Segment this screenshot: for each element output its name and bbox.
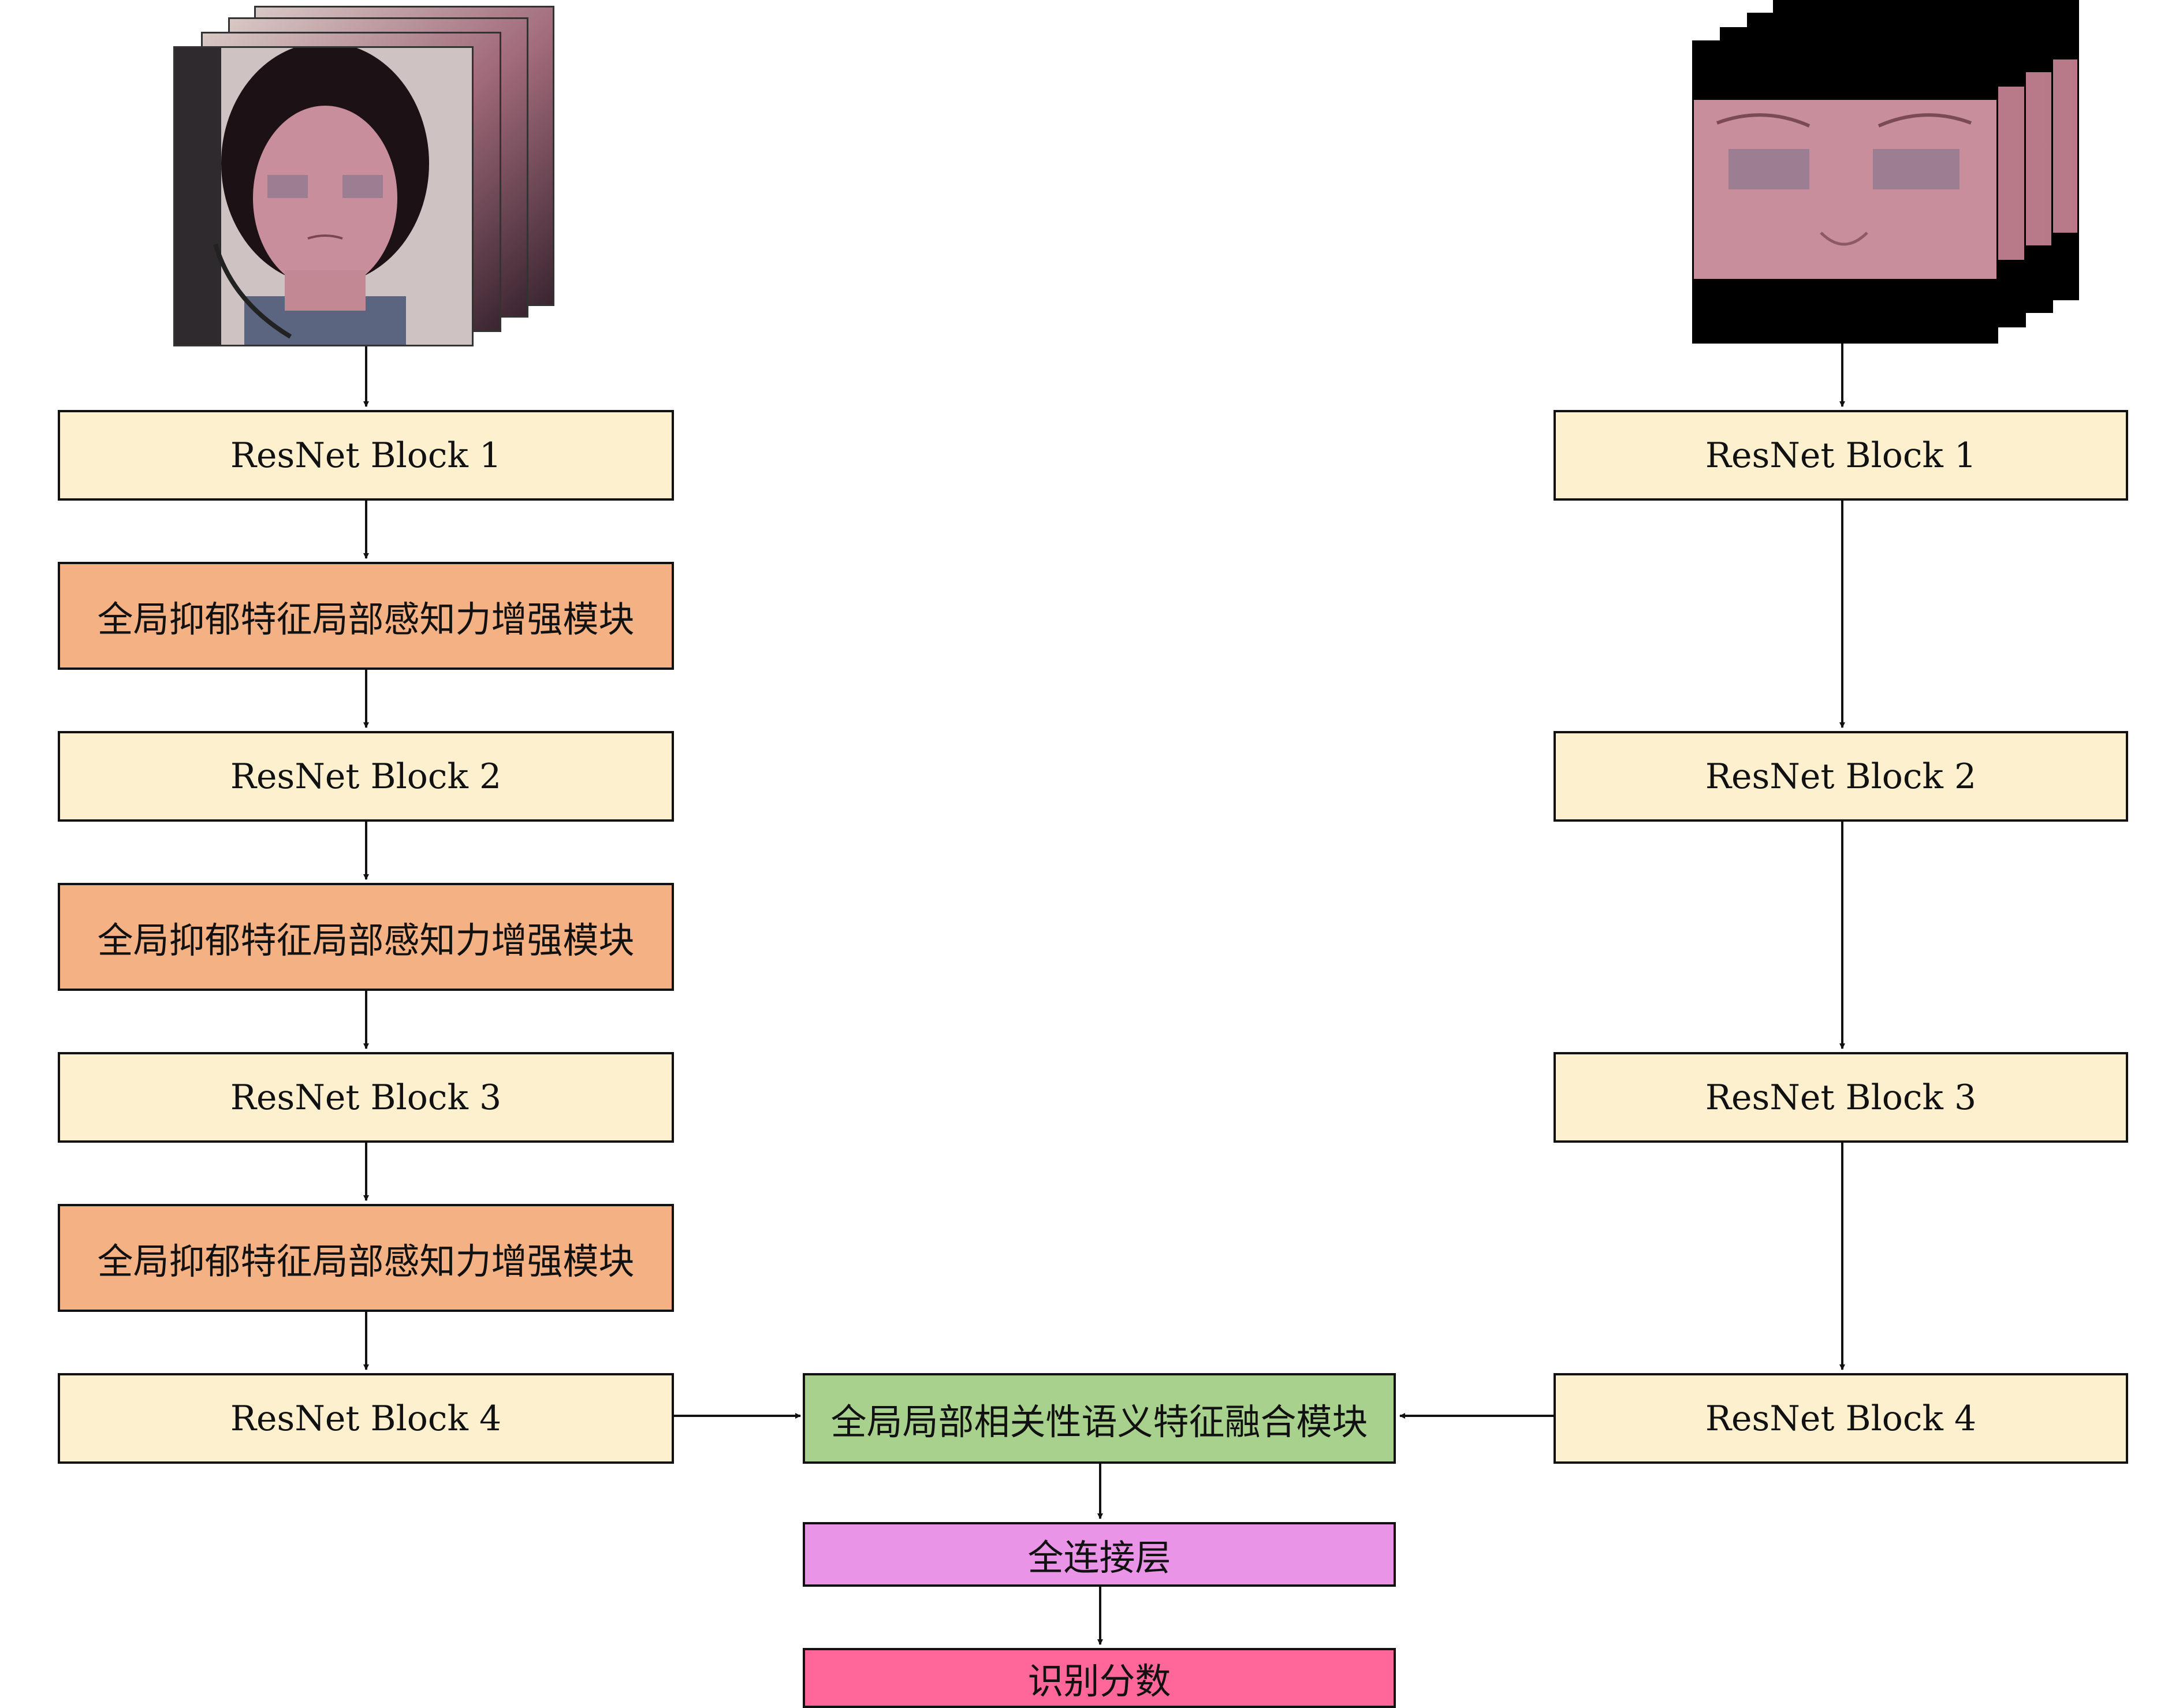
fully-connected-layer: 全连接层 (803, 1522, 1396, 1587)
fusion-module: 全局局部相关性语义特征融合模块 (803, 1373, 1396, 1464)
right-resnet-block-3: ResNet Block 3 (1554, 1052, 2128, 1143)
full-face-input-stack (173, 6, 557, 346)
left-enhance-module-3: 全局抑郁特征局部感知力增强模块 (58, 1204, 674, 1312)
left-resnet-block-1: ResNet Block 1 (58, 410, 674, 501)
right-resnet-block-1: ResNet Block 1 (1554, 410, 2128, 501)
left-enhance-module-2: 全局抑郁特征局部感知力增强模块 (58, 883, 674, 991)
face-frame-front (173, 46, 474, 346)
eye-region-input-stack (1692, 0, 2085, 344)
eye-region-image (1694, 42, 1996, 342)
left-enhance-module-1: 全局抑郁特征局部感知力增强模块 (58, 562, 674, 670)
left-resnet-block-3: ResNet Block 3 (58, 1052, 674, 1143)
face-image (175, 48, 472, 345)
right-resnet-block-4: ResNet Block 4 (1554, 1373, 2128, 1464)
eye-frame-front (1692, 40, 1998, 344)
left-resnet-block-2: ResNet Block 2 (58, 731, 674, 822)
right-resnet-block-2: ResNet Block 2 (1554, 731, 2128, 822)
left-resnet-block-4: ResNet Block 4 (58, 1373, 674, 1464)
recognition-score: 识别分数 (803, 1648, 1396, 1708)
